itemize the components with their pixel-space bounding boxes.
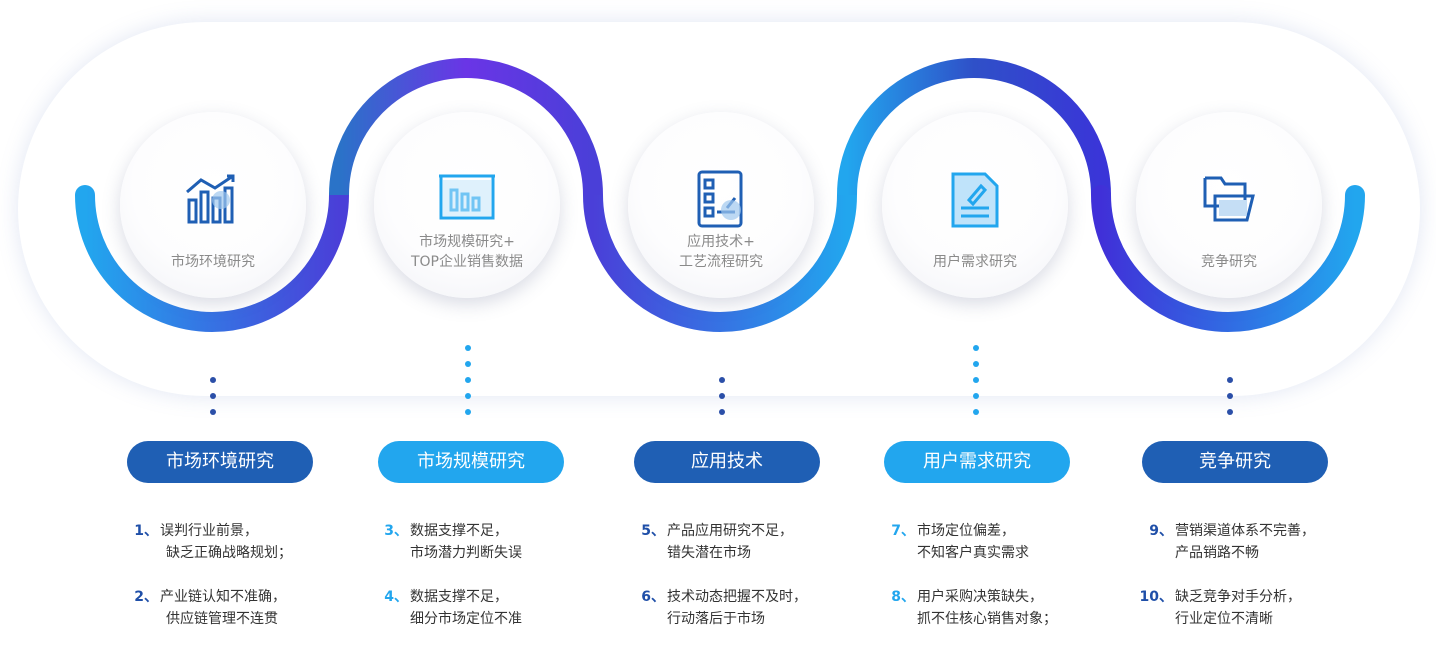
- problem-item: 8、 用户采购决策缺失， 抓不住核心销售对象；: [891, 586, 1057, 630]
- item-line: 营销渠道体系不完善，: [1175, 523, 1315, 539]
- stage-pill-2: 市场规模研究: [378, 441, 564, 483]
- circle-title: 市场环境研究: [171, 254, 255, 270]
- item-line: 行动落后于市场: [667, 611, 765, 627]
- problem-item: 5、 产品应用研究不足， 错失潜在市场: [641, 520, 793, 564]
- checklist-icon: [697, 170, 743, 228]
- item-line: 技术动态把握不及时，: [667, 589, 807, 605]
- item-line: 细分市场定位不准: [410, 611, 522, 627]
- item-number: 6、: [641, 589, 665, 605]
- item-number: 7、: [891, 523, 915, 539]
- stage-circle-3: 应用技术+ 工艺流程研究: [628, 112, 814, 298]
- item-number: 10、: [1139, 589, 1173, 605]
- stage-pill-3: 应用技术: [634, 441, 820, 483]
- item-line: 缺乏正确战略规划；: [166, 545, 292, 561]
- item-number: 5、: [641, 523, 665, 539]
- problem-item: 3、 数据支撑不足， 市场潜力判断失误: [384, 520, 522, 564]
- problem-item: 4、 数据支撑不足， 细分市场定位不准: [384, 586, 522, 630]
- item-line: 错失潜在市场: [667, 545, 751, 561]
- problem-item: 2、 产业链认知不准确， 供应链管理不连贯: [134, 586, 286, 630]
- item-number: 1、: [134, 523, 158, 539]
- circle-title: 竞争研究: [1201, 254, 1257, 270]
- item-line: 抓不住核心销售对象；: [917, 611, 1057, 627]
- item-number: 9、: [1149, 523, 1173, 539]
- stage-pill-1: 市场环境研究: [127, 441, 313, 483]
- bar-board-icon: [439, 174, 495, 220]
- item-line: 用户采购决策缺失，: [917, 589, 1043, 605]
- stage-circle-5: 竞争研究: [1136, 112, 1322, 298]
- item-line: 产品销路不畅: [1175, 545, 1259, 561]
- document-edit-icon: [951, 172, 999, 228]
- circle-title: 市场规模研究+ TOP企业销售数据: [410, 234, 523, 270]
- item-line: 市场潜力判断失误: [410, 545, 522, 561]
- item-line: 行业定位不清晰: [1175, 611, 1273, 627]
- circle-title: 用户需求研究: [933, 254, 1017, 270]
- item-line: 不知客户真实需求: [917, 545, 1029, 561]
- item-number: 2、: [134, 589, 158, 605]
- problem-item: 9、 营销渠道体系不完善， 产品销路不畅: [1149, 520, 1315, 564]
- item-line: 产品应用研究不足，: [667, 523, 793, 539]
- item-line: 数据支撑不足，: [410, 523, 508, 539]
- stage-circle-1: 市场环境研究: [120, 112, 306, 298]
- stage-circle-2: 市场规模研究+ TOP企业销售数据: [374, 112, 560, 298]
- stage-pill-5: 竞争研究: [1142, 441, 1328, 483]
- line-chart-icon: [186, 174, 235, 224]
- item-line: 产业链认知不准确，: [160, 589, 286, 605]
- stage-pill-4: 用户需求研究: [884, 441, 1070, 483]
- item-line: 误判行业前景，: [160, 523, 258, 539]
- problem-item: 7、 市场定位偏差， 不知客户真实需求: [891, 520, 1029, 564]
- item-line: 数据支撑不足，: [410, 589, 508, 605]
- item-number: 4、: [384, 589, 408, 605]
- item-line: 市场定位偏差，: [917, 523, 1015, 539]
- folders-icon: [1203, 176, 1255, 222]
- item-line: 缺乏竞争对手分析，: [1175, 589, 1301, 605]
- item-number: 3、: [384, 523, 408, 539]
- problem-item: 10、 缺乏竞争对手分析， 行业定位不清晰: [1140, 586, 1301, 630]
- circle-title: 应用技术+ 工艺流程研究: [679, 234, 763, 270]
- stage-circle-4: 用户需求研究: [882, 112, 1068, 298]
- problem-item: 6、 技术动态把握不及时， 行动落后于市场: [641, 586, 807, 630]
- item-number: 8、: [891, 589, 915, 605]
- problem-item: 1、 误判行业前景， 缺乏正确战略规划；: [134, 520, 292, 564]
- item-line: 供应链管理不连贯: [166, 611, 278, 627]
